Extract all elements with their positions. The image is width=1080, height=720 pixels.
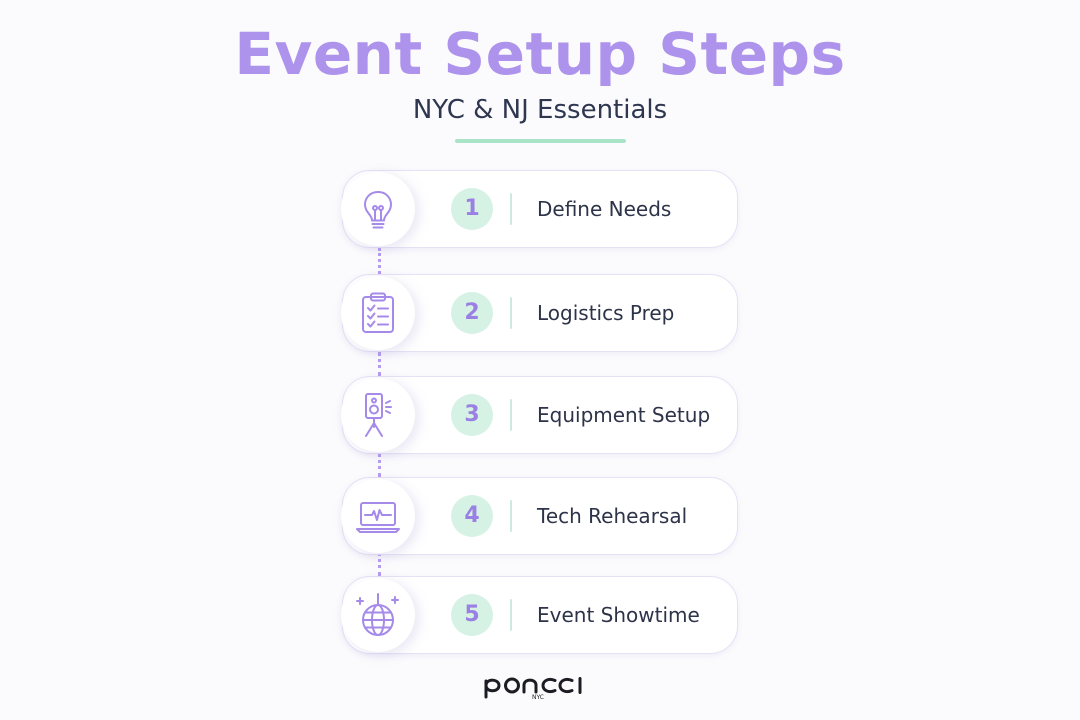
disco-ball-icon	[356, 593, 399, 636]
clipboard-checklist-icon	[362, 292, 394, 333]
step-card-tech-rehearsal: 4 Tech Rehearsal	[341, 477, 738, 555]
title-underline	[455, 139, 626, 143]
step-divider	[510, 193, 512, 225]
step-card-logistics-prep: 2 Logistics Prep	[341, 274, 738, 352]
page-subtitle: NYC & NJ Essentials	[412, 95, 668, 125]
lightbulb-icon	[364, 191, 392, 229]
step-icon-badge	[341, 578, 415, 652]
step-label: Equipment Setup	[537, 403, 711, 427]
speaker-tripod-icon	[365, 393, 392, 437]
step-label: Tech Rehearsal	[537, 504, 688, 528]
step-label: Define Needs	[537, 197, 672, 221]
step-number-badge: 4	[451, 495, 493, 537]
step-label: Event Showtime	[537, 603, 700, 627]
step-divider	[510, 599, 512, 631]
step-icon-badge	[341, 378, 415, 452]
svg-text:NYC: NYC	[532, 694, 544, 701]
step-icon-badge	[341, 276, 415, 350]
step-number-badge: 2	[451, 292, 493, 334]
step-number-badge: 5	[451, 594, 493, 636]
step-connector	[378, 552, 381, 576]
step-card-event-showtime: 5 Event Showtime	[341, 576, 738, 654]
step-divider	[510, 500, 512, 532]
step-card-equipment-setup: 3 Equipment Setup	[341, 376, 738, 454]
step-connector	[378, 248, 381, 274]
laptop-waveform-icon	[356, 502, 400, 533]
step-icon-badge	[341, 172, 415, 246]
brand-logo: NYC	[484, 677, 582, 701]
step-number-badge: 1	[451, 188, 493, 230]
step-label: Logistics Prep	[537, 301, 675, 325]
step-icon-badge	[341, 479, 415, 553]
step-number-badge: 3	[451, 394, 493, 436]
step-card-define-needs: 1 Define Needs	[341, 170, 738, 248]
step-divider	[510, 399, 512, 431]
step-divider	[510, 297, 512, 329]
step-connector	[378, 453, 381, 477]
page-title: Event Setup Steps	[234, 20, 846, 88]
step-connector	[378, 352, 381, 376]
